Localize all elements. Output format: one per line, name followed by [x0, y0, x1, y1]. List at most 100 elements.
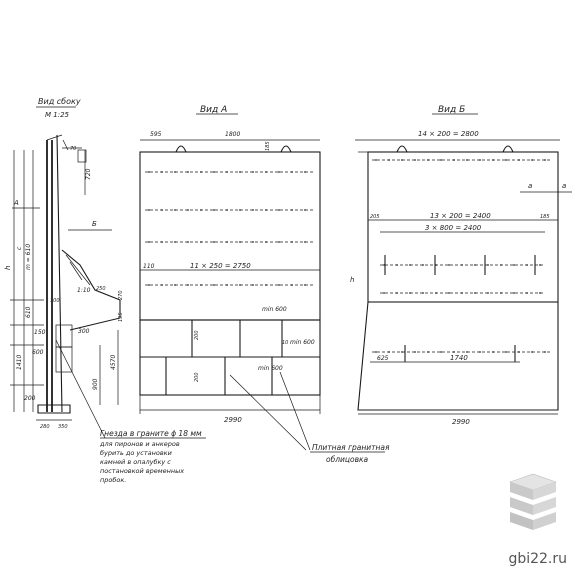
anchor-hole-mark — [252, 209, 254, 211]
side-dim-280: 280 — [40, 424, 50, 430]
view-b-dim-1740: 1740 — [450, 354, 468, 362]
anchor-hole-mark — [304, 284, 306, 286]
view-b-letter-a-1: а — [528, 182, 532, 190]
anchor-hole-mark — [492, 159, 494, 161]
anchor-hole-mark — [239, 209, 241, 211]
anchor-hole-mark — [401, 351, 403, 353]
side-dim-600: 600 — [32, 349, 44, 356]
anchor-hole-mark — [148, 171, 150, 173]
anchor-hole-mark — [174, 284, 176, 286]
anchor-hole-mark — [396, 292, 398, 294]
view-b-dim-205: 205 — [370, 214, 380, 220]
anchor-hole-mark — [474, 264, 476, 266]
view-b-letter-a-2: а — [562, 182, 566, 190]
anchor-hole-mark — [466, 159, 468, 161]
anchor-hole-mark — [448, 292, 450, 294]
anchor-hole-mark — [479, 159, 481, 161]
anchor-hole-mark — [265, 171, 267, 173]
note1-line5: постановкой временных — [100, 467, 184, 475]
view-a-dim-10: 10 — [282, 340, 288, 346]
view-a-leader-facing-1 — [229, 374, 307, 451]
anchor-hole-mark — [278, 171, 280, 173]
anchor-hole-mark — [161, 171, 163, 173]
side-dim-4570: 4570 — [110, 355, 117, 370]
anchor-hole-mark — [187, 171, 189, 173]
side-wall-top — [46, 134, 63, 141]
side-wall-face — [56, 134, 63, 413]
anchor-hole-mark — [414, 351, 416, 353]
anchor-hole-mark — [492, 351, 494, 353]
anchor-hole-mark — [265, 209, 267, 211]
view-b-loop-right — [502, 145, 514, 153]
view-b-upper-panel — [367, 151, 559, 303]
side-letter-c: с — [16, 246, 23, 250]
note2-line2: облицовка — [326, 455, 369, 464]
anchor-hole-mark — [453, 351, 455, 353]
note1-line6: пробок. — [100, 476, 126, 484]
view-a-upper-panel — [139, 151, 321, 321]
brand-site-text: gbi22.ru — [508, 551, 567, 567]
anchor-hole-mark — [213, 284, 215, 286]
anchor-hole-mark — [252, 284, 254, 286]
anchor-hole-mark — [239, 241, 241, 243]
anchor-hole-mark — [539, 292, 541, 294]
anchor-hole-mark — [278, 284, 280, 286]
anchor-hole-mark — [187, 241, 189, 243]
anchor-hole-mark — [174, 241, 176, 243]
anchor-hole-mark — [505, 159, 507, 161]
anchor-hole-mark — [461, 264, 463, 266]
anchor-hole-mark — [422, 264, 424, 266]
view-a-dim-200-b: 200 — [194, 372, 200, 382]
view-b-dim-625: 625 — [377, 355, 389, 362]
view-a-min-600-3: min 600 — [258, 365, 283, 372]
anchor-hole-mark — [252, 241, 254, 243]
view-a-dim-595: 595 — [150, 131, 162, 138]
anchor-hole-mark — [544, 159, 546, 161]
anchor-hole-mark — [291, 171, 293, 173]
view-a-min-600-1: min 600 — [262, 306, 287, 313]
anchor-hole-mark — [526, 264, 528, 266]
anchor-hole-mark — [161, 241, 163, 243]
view-b-lower-panel — [357, 301, 559, 411]
anchor-hole-mark — [161, 209, 163, 211]
side-dim-m610: m = 610 — [25, 244, 32, 270]
anchor-hole-mark — [500, 264, 502, 266]
anchor-hole-mark — [474, 292, 476, 294]
side-letter-a: А — [13, 199, 19, 207]
anchor-hole-mark — [513, 292, 515, 294]
anchor-hole-mark — [539, 264, 541, 266]
anchor-hole-mark — [531, 159, 533, 161]
anchor-hole-mark — [487, 264, 489, 266]
side-dim-300: 300 — [78, 328, 90, 335]
anchor-hole-mark — [375, 159, 377, 161]
anchor-hole-mark — [278, 209, 280, 211]
view-a-min-600-2: min 600 — [290, 339, 315, 346]
anchor-hole-mark — [388, 159, 390, 161]
anchor-hole-mark — [409, 292, 411, 294]
anchor-hole-mark — [304, 209, 306, 211]
anchor-hole-mark — [265, 241, 267, 243]
anchor-hole-mark — [291, 209, 293, 211]
view-a-loop-right — [280, 145, 292, 153]
anchor-hole-mark — [174, 171, 176, 173]
anchor-hole-mark — [422, 292, 424, 294]
anchor-hole-mark — [187, 284, 189, 286]
view-b-dim-row1: 13 × 200 = 2400 — [430, 212, 491, 220]
side-view: Вид сбоку М 1:25 А h с m = 610 610 1410 … — [4, 97, 124, 430]
note1-line3: бурить до установки — [100, 449, 172, 457]
anchor-hole-mark — [466, 351, 468, 353]
anchor-hole-mark — [396, 264, 398, 266]
anchor-hole-mark — [375, 351, 377, 353]
anchor-hole-mark — [388, 351, 390, 353]
side-base-slab — [37, 404, 71, 414]
view-a-facing-grid — [140, 320, 320, 395]
anchor-hole-mark — [200, 284, 202, 286]
anchor-hole-mark — [518, 159, 520, 161]
view-b-loop-left — [396, 145, 408, 153]
anchor-hole-mark — [513, 264, 515, 266]
side-dim-720: 720 — [85, 168, 92, 180]
side-dim-100: 100 — [50, 298, 60, 304]
view-b-dim-row2: 3 × 800 = 2400 — [425, 224, 482, 232]
anchor-hole-mark — [200, 171, 202, 173]
